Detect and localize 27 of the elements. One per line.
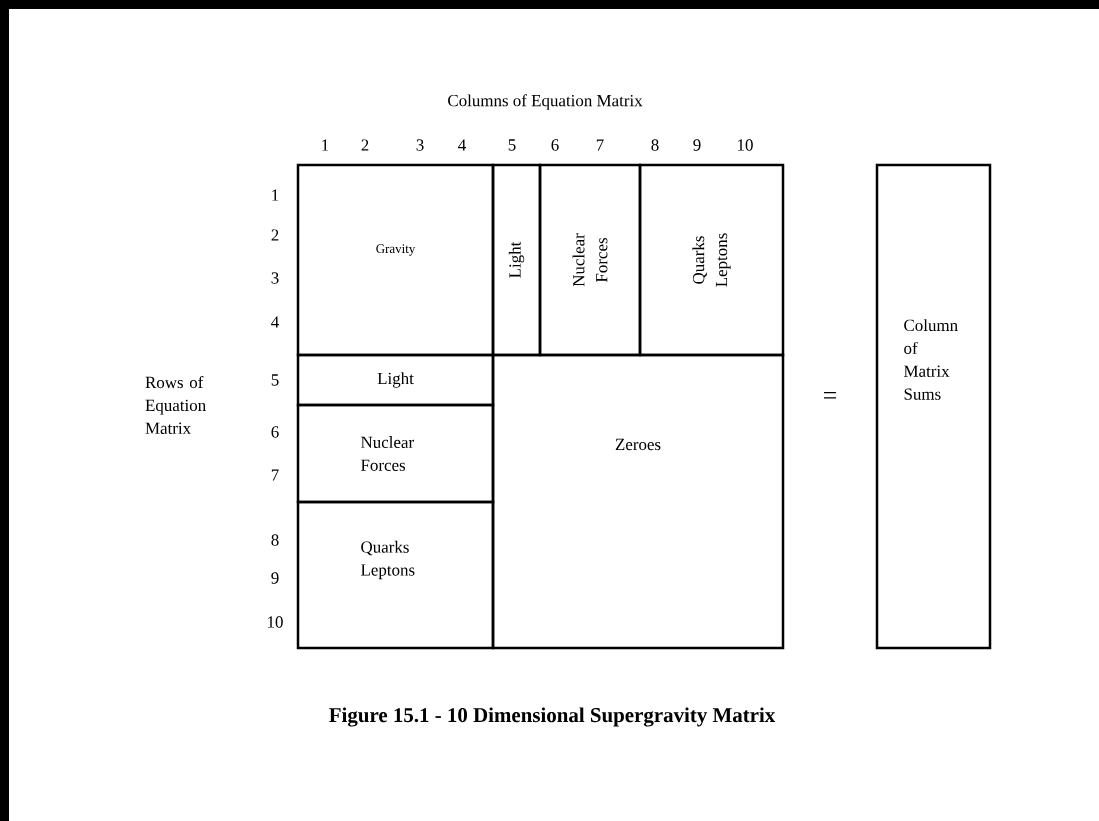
axis-title: Columns of Equation Matrix [448, 94, 643, 110]
matrix-block: Nuclear Forces [296, 403, 495, 504]
axis-number: 5 [271, 374, 279, 386]
axis-number: 6 [551, 139, 559, 151]
figure-caption: Figure 15.1 - 10 Dimensional Supergravity Matrix [329, 707, 776, 727]
axis-number: 7 [271, 469, 279, 481]
matrix-block: Light [296, 353, 495, 407]
equals-sign: = [824, 392, 837, 399]
axis-number: 3 [271, 272, 279, 284]
axis-title: Rows of Equation Matrix [145, 376, 206, 434]
matrix-block: Quarks Leptons [638, 163, 785, 357]
matrix-block: Zeroes [491, 353, 785, 650]
axis-number: 5 [508, 139, 516, 151]
matrix-block: Column of Matrix Sums [875, 163, 992, 650]
axis-number: 8 [271, 534, 279, 546]
axis-number: 6 [271, 426, 279, 438]
matrix-block: Quarks Leptons [296, 500, 495, 650]
axis-number: 2 [271, 229, 279, 241]
matrix-block: Nuclear Forces [538, 163, 642, 357]
matrix-block: Gravity [296, 163, 495, 357]
axis-number: 9 [271, 572, 279, 584]
matrix-block: Light [491, 163, 542, 357]
axis-number: 8 [651, 139, 659, 151]
axis-number: 1 [272, 189, 279, 201]
axis-number: 4 [271, 316, 279, 328]
axis-number: 4 [458, 139, 466, 151]
axis-number: 7 [596, 139, 604, 151]
